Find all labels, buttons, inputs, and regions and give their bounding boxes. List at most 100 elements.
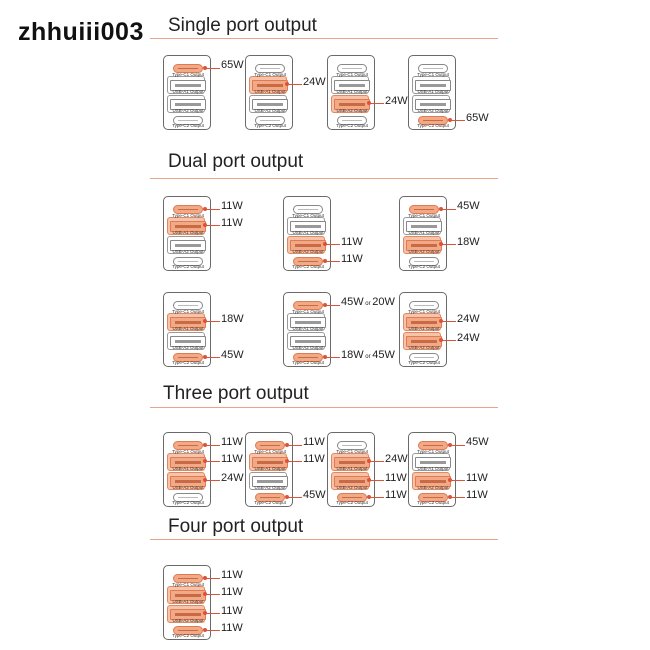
type-c-port-c1 bbox=[337, 64, 367, 73]
section-title-single: Single port output bbox=[168, 15, 317, 36]
wattage-label: 11W bbox=[303, 436, 325, 448]
port-label: USB-A2 Output bbox=[172, 108, 204, 113]
wattage-label: 11W bbox=[341, 253, 363, 265]
watermark: zhhuiii003 bbox=[18, 18, 144, 46]
wattage-label: 24W bbox=[457, 332, 480, 344]
usb-a-port-a1 bbox=[290, 317, 326, 328]
port-label: Type-C1 Output bbox=[417, 72, 449, 77]
connector-dot bbox=[285, 495, 289, 499]
port-label: Type-C1 Output bbox=[408, 213, 440, 218]
port-label: Type-C2 Output bbox=[336, 123, 368, 128]
usb-a-port-a1 bbox=[334, 80, 370, 91]
divider-line bbox=[150, 38, 498, 39]
port-label: Type-C1 Output bbox=[292, 309, 324, 314]
port-label: Type-C1 Output bbox=[408, 309, 440, 314]
port-label: USB-A1 Output bbox=[336, 466, 368, 471]
port-label: USB-A1 Output bbox=[172, 599, 204, 604]
type-c-port-c2 bbox=[337, 493, 367, 502]
connector-dot bbox=[203, 576, 207, 580]
type-c-port-c1 bbox=[409, 205, 439, 214]
usb-a-port-a1 bbox=[290, 221, 326, 232]
wattage-label: 11W bbox=[385, 472, 407, 484]
connector-dot bbox=[203, 355, 207, 359]
divider-line bbox=[150, 407, 498, 408]
port-label: Type-C1 Output bbox=[172, 72, 204, 77]
type-c-port-c1 bbox=[173, 301, 203, 310]
port-label: USB-A1 Output bbox=[254, 466, 286, 471]
connector-dot bbox=[323, 303, 327, 307]
connector-line bbox=[206, 480, 220, 481]
port-label: USB-A2 Output bbox=[336, 108, 368, 113]
wattage-label: 11W bbox=[221, 453, 243, 465]
port-label: Type-C2 Output bbox=[172, 360, 204, 365]
divider-line bbox=[150, 539, 498, 540]
connector-line bbox=[206, 613, 220, 614]
type-c-port-c1 bbox=[293, 301, 323, 310]
connector-line bbox=[288, 445, 302, 446]
wattage-label: 65W bbox=[221, 59, 244, 71]
wattage-label: 45W bbox=[303, 489, 326, 501]
type-c-port-c2 bbox=[255, 116, 285, 125]
type-c-port-c1 bbox=[337, 441, 367, 450]
type-c-port-c2 bbox=[173, 353, 203, 362]
connector-dot bbox=[203, 207, 207, 211]
type-c-port-c1 bbox=[418, 64, 448, 73]
port-label: Type-C2 Output bbox=[172, 500, 204, 505]
connector-line bbox=[206, 594, 220, 595]
connector-dot bbox=[203, 628, 207, 632]
port-label: USB-A1 Output bbox=[417, 466, 449, 471]
type-c-port-c2 bbox=[418, 493, 448, 502]
port-label: Type-C2 Output bbox=[172, 123, 204, 128]
type-c-port-c2 bbox=[173, 626, 203, 635]
connector-dot bbox=[448, 118, 452, 122]
connector-dot bbox=[439, 242, 443, 246]
connector-line bbox=[288, 497, 302, 498]
usb-a-port-a2 bbox=[415, 99, 451, 110]
port-label: Type-C1 Output bbox=[254, 449, 286, 454]
connector-dot bbox=[367, 495, 371, 499]
connector-line bbox=[206, 68, 220, 69]
port-label: Type-C2 Output bbox=[408, 360, 440, 365]
connector-line bbox=[206, 225, 220, 226]
type-c-port-c2 bbox=[173, 257, 203, 266]
connector-line bbox=[206, 357, 220, 358]
connector-line bbox=[326, 261, 340, 262]
port-label: USB-A2 Output bbox=[408, 345, 440, 350]
connector-dot bbox=[203, 223, 207, 227]
port-label: USB-A2 Output bbox=[254, 485, 286, 490]
wattage-label: 18W or 45W bbox=[341, 349, 395, 361]
connector-line bbox=[370, 103, 384, 104]
connector-line bbox=[370, 461, 384, 462]
type-c-port-c1 bbox=[173, 205, 203, 214]
wattage-label: 18W bbox=[221, 313, 244, 325]
port-label: USB-A1 Output bbox=[172, 230, 204, 235]
type-c-port-c1 bbox=[173, 64, 203, 73]
port-label: Type-C1 Output bbox=[336, 449, 368, 454]
port-label: USB-A1 Output bbox=[408, 326, 440, 331]
connector-line bbox=[451, 445, 465, 446]
wattage-label: 11W bbox=[221, 622, 243, 634]
wattage-label: 11W bbox=[466, 472, 488, 484]
connector-dot bbox=[448, 495, 452, 499]
type-c-port-c2 bbox=[418, 116, 448, 125]
wattage-label: 24W bbox=[385, 95, 408, 107]
port-label: Type-C2 Output bbox=[417, 123, 449, 128]
connector-line bbox=[206, 630, 220, 631]
type-c-port-c1 bbox=[173, 574, 203, 583]
connector-line bbox=[442, 321, 456, 322]
connector-line bbox=[442, 244, 456, 245]
connector-line bbox=[370, 497, 384, 498]
usb-a-port-a1 bbox=[406, 221, 442, 232]
port-label: Type-C2 Output bbox=[292, 264, 324, 269]
type-c-port-c2 bbox=[409, 257, 439, 266]
port-label: USB-A2 Output bbox=[172, 249, 204, 254]
divider-line bbox=[150, 178, 498, 179]
connector-dot bbox=[367, 478, 371, 482]
wattage-label: 18W bbox=[457, 236, 480, 248]
usb-a-port-a2 bbox=[252, 99, 288, 110]
